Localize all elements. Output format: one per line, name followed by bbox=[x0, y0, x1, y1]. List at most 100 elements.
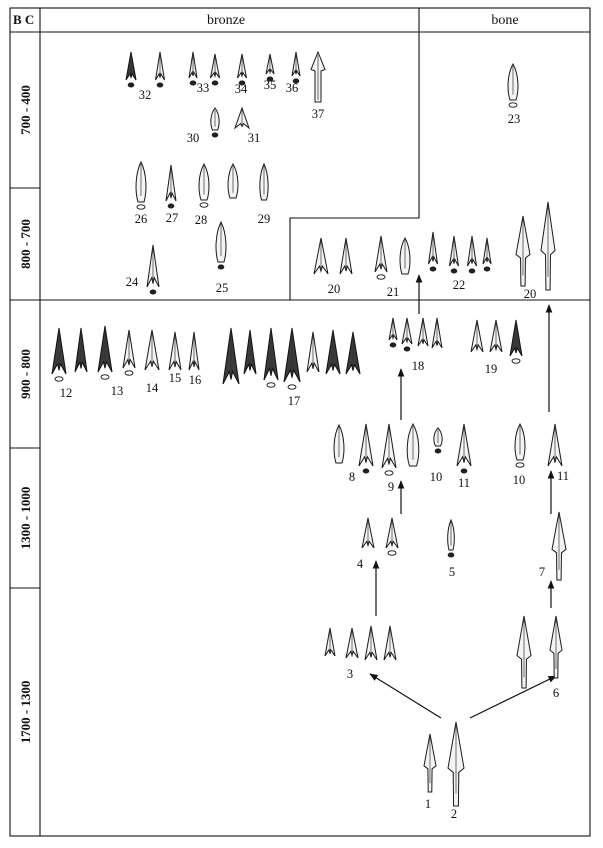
arrowhead-9b bbox=[406, 422, 420, 467]
arrowhead-row1-4 bbox=[210, 53, 220, 86]
arrowhead-19-1 bbox=[470, 319, 484, 353]
arrowhead-3-1 bbox=[324, 627, 336, 657]
arrowhead-22-2 bbox=[449, 235, 459, 274]
arrowhead-row1-7 bbox=[291, 51, 301, 84]
period-label-900-800: 900 - 800 bbox=[18, 349, 33, 399]
arrowhead-28 bbox=[198, 162, 210, 208]
type-label-10-bronze: 10 bbox=[430, 470, 443, 484]
type-label-31: 31 bbox=[248, 131, 261, 145]
table-grid bbox=[9, 7, 591, 837]
arrowhead-22-4 bbox=[482, 237, 492, 272]
arrowhead-22-3 bbox=[467, 235, 477, 274]
arrowhead-11-bone bbox=[547, 423, 563, 467]
arrowhead-27 bbox=[165, 164, 177, 209]
arrowhead-31 bbox=[233, 106, 251, 130]
arrowhead-18-2 bbox=[401, 317, 413, 352]
arrowhead-9a bbox=[381, 423, 397, 476]
arrowhead-3-3 bbox=[364, 625, 378, 661]
type-label-13: 13 bbox=[111, 384, 124, 398]
type-label-10-bone: 10 bbox=[513, 473, 526, 487]
type-label-37: 37 bbox=[312, 107, 325, 121]
arrowhead-20-bronze-a bbox=[313, 237, 329, 275]
type-label-15: 15 bbox=[169, 371, 182, 385]
arrowhead-19-2 bbox=[489, 319, 503, 353]
arrowhead-10-bronze bbox=[433, 427, 443, 454]
arrow-1-to-3 bbox=[369, 673, 442, 719]
arrowhead-17-3 bbox=[263, 327, 279, 388]
arrowhead-1 bbox=[423, 733, 437, 793]
type-label-7: 7 bbox=[539, 565, 545, 579]
arrowhead-17-7 bbox=[345, 331, 361, 375]
arrowhead-3-2 bbox=[345, 627, 359, 659]
type-label-11-bronze: 11 bbox=[458, 476, 470, 490]
arrowhead-21-b bbox=[399, 236, 411, 275]
type-labels: 1 2 3 4 5 6 7 8 9 10 11 10 11 12 13 14 1… bbox=[60, 78, 569, 821]
era-label: B C bbox=[13, 12, 34, 27]
arrowhead-figures bbox=[51, 50, 567, 807]
type-label-8: 8 bbox=[349, 470, 355, 484]
type-label-26: 26 bbox=[135, 212, 148, 226]
arrowhead-row3-left-2 bbox=[74, 327, 88, 373]
type-label-5: 5 bbox=[449, 565, 455, 579]
arrowhead-row3-left-3 bbox=[97, 325, 113, 380]
bronze-header: bronze bbox=[207, 13, 245, 28]
type-label-36: 36 bbox=[286, 81, 299, 95]
arrowhead-4a bbox=[361, 517, 375, 549]
arrowhead-11-bronze bbox=[456, 423, 472, 474]
bone-header: bone bbox=[491, 13, 518, 28]
arrowhead-row1-5 bbox=[237, 53, 247, 86]
type-label-29: 29 bbox=[258, 212, 271, 226]
period-label-1700-1300: 1700 - 1300 bbox=[18, 681, 33, 744]
type-label-33: 33 bbox=[197, 81, 210, 95]
arrowhead-row1-1 bbox=[125, 51, 137, 88]
type-label-22: 22 bbox=[453, 278, 466, 292]
type-label-4: 4 bbox=[357, 557, 364, 571]
bronze-inner-box bbox=[40, 31, 420, 300]
type-label-9: 9 bbox=[388, 480, 394, 494]
type-label-28: 28 bbox=[195, 213, 208, 227]
outer-frame bbox=[9, 7, 591, 837]
arrowhead-row3-left-1 bbox=[51, 327, 67, 382]
arrowhead-20-bone-a bbox=[515, 215, 531, 287]
type-label-23: 23 bbox=[508, 112, 521, 126]
type-label-17: 17 bbox=[288, 394, 301, 408]
type-label-24: 24 bbox=[126, 275, 139, 289]
arrowhead-17-4 bbox=[283, 327, 301, 390]
period-label-700-400: 700 - 400 bbox=[18, 85, 33, 135]
period-label-800-700: 800 - 700 bbox=[18, 219, 33, 269]
arrowhead-row3-left-4 bbox=[122, 329, 136, 376]
arrowhead-19-3 bbox=[509, 319, 523, 364]
type-label-1: 1 bbox=[425, 797, 431, 811]
type-label-3: 3 bbox=[347, 667, 353, 681]
arrowhead-5 bbox=[447, 518, 455, 558]
arrowhead-7 bbox=[551, 511, 567, 581]
arrowhead-22-1 bbox=[428, 231, 438, 272]
evolution-arrows bbox=[369, 274, 557, 719]
arrowhead-row3-left-7 bbox=[188, 331, 200, 371]
arrowhead-3-4 bbox=[383, 625, 397, 661]
type-label-27: 27 bbox=[166, 211, 179, 225]
arrowhead-25 bbox=[215, 220, 227, 270]
type-label-34: 34 bbox=[235, 82, 248, 96]
arrowhead-17-2 bbox=[243, 329, 257, 375]
type-label-32: 32 bbox=[139, 88, 152, 102]
type-label-14: 14 bbox=[146, 381, 159, 395]
arrowhead-21-a bbox=[374, 235, 388, 280]
period-label-1300-1000: 1300 - 1000 bbox=[18, 487, 33, 550]
arrowhead-30 bbox=[210, 107, 220, 138]
type-label-2: 2 bbox=[451, 807, 457, 821]
arrowhead-6a bbox=[516, 615, 532, 689]
arrowhead-10-bone bbox=[514, 422, 526, 468]
arrowhead-row1-6 bbox=[265, 53, 275, 82]
arrowhead-2 bbox=[447, 721, 465, 807]
arrowhead-23 bbox=[507, 62, 519, 108]
arrowhead-8a bbox=[333, 423, 345, 464]
type-label-20-bone: 20 bbox=[524, 287, 537, 301]
arrowhead-18-4 bbox=[431, 317, 443, 349]
type-label-16: 16 bbox=[189, 373, 202, 387]
arrowhead-24 bbox=[146, 244, 160, 295]
arrowhead-8b bbox=[358, 423, 374, 474]
arrowhead-18-1 bbox=[388, 317, 398, 348]
